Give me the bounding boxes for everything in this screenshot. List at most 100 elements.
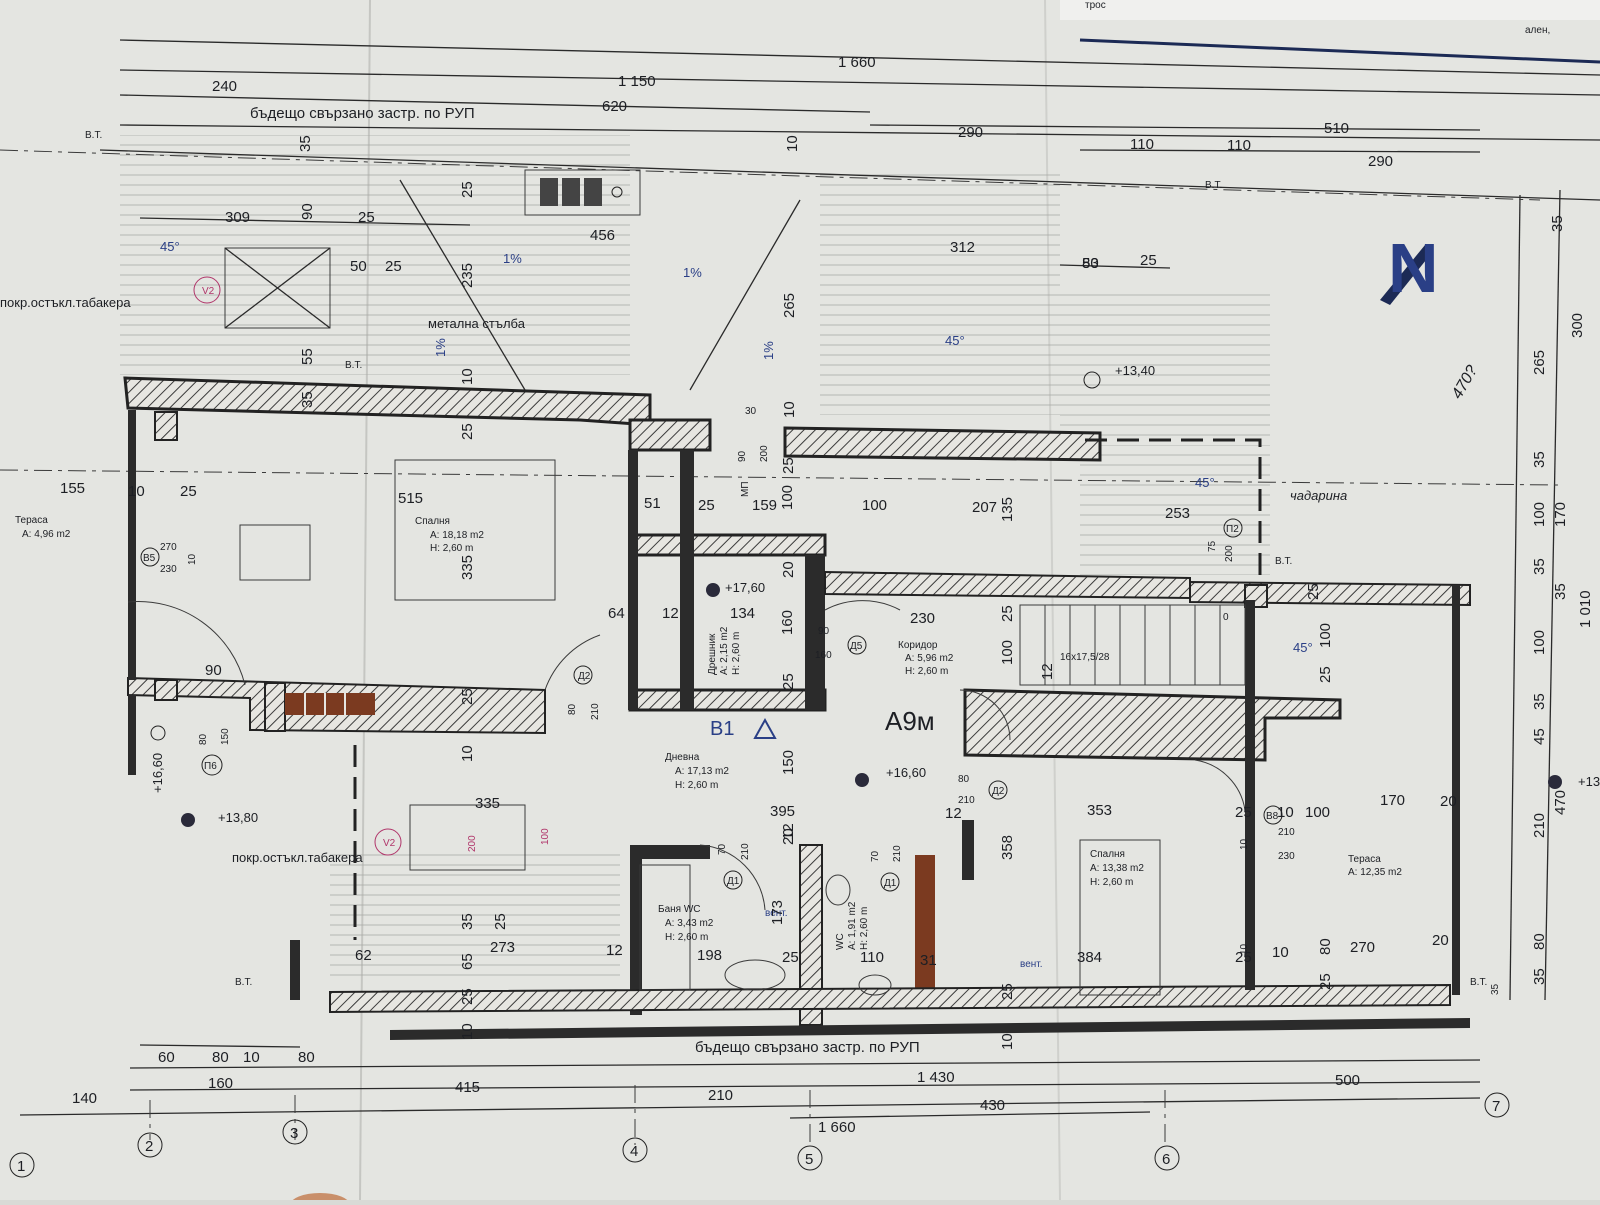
svg-text:65: 65 xyxy=(459,953,476,970)
svg-text:П2: П2 xyxy=(1226,524,1239,535)
svg-text:170: 170 xyxy=(1552,502,1569,527)
svg-text:Д5: Д5 xyxy=(850,641,863,652)
roof-area-right-lower xyxy=(1080,445,1270,575)
room-bedroom-2: Спалня A: 13,38 m2 H: 2,60 m xyxy=(1090,849,1144,888)
svg-text:270: 270 xyxy=(160,542,177,553)
svg-text:10: 10 xyxy=(1272,944,1289,961)
svg-text:Д2: Д2 xyxy=(992,786,1005,797)
svg-text:90: 90 xyxy=(205,662,222,679)
svg-text:70: 70 xyxy=(870,850,881,862)
grid-axis-6: 6 xyxy=(1162,1151,1170,1168)
svg-text:50: 50 xyxy=(350,258,367,275)
room-corridor: Коридор A: 5,96 m2 H: 2,60 m xyxy=(898,640,954,677)
svg-text:12: 12 xyxy=(606,942,623,959)
svg-text:353: 353 xyxy=(1087,802,1112,819)
svg-text:35: 35 xyxy=(297,135,314,152)
svg-text:1 430: 1 430 xyxy=(917,1069,955,1086)
angle-label-3: 45° xyxy=(1195,475,1215,490)
vent-label-2: вент. xyxy=(1020,959,1043,970)
svg-text:10: 10 xyxy=(459,1023,476,1040)
svg-text:160: 160 xyxy=(815,650,832,661)
svg-text:300: 300 xyxy=(1569,313,1586,338)
svg-text:210: 210 xyxy=(740,843,751,860)
svg-text:25: 25 xyxy=(180,483,197,500)
grid-axis-3: 3 xyxy=(290,1125,298,1142)
svg-text:V2: V2 xyxy=(202,286,215,297)
svg-text:265: 265 xyxy=(781,293,798,318)
svg-text:25: 25 xyxy=(1235,949,1252,966)
svg-text:20: 20 xyxy=(1432,932,1449,949)
svg-text:35: 35 xyxy=(1549,215,1566,232)
svg-text:A: 2,15 m2: A: 2,15 m2 xyxy=(719,626,730,675)
svg-text:25: 25 xyxy=(459,181,476,198)
svg-text:25: 25 xyxy=(1317,973,1334,990)
svg-text:V2: V2 xyxy=(383,838,396,849)
svg-text:25: 25 xyxy=(385,258,402,275)
top-dimension-lines xyxy=(99,39,1600,269)
skylight-boxes xyxy=(540,178,623,206)
svg-text:25: 25 xyxy=(492,913,509,930)
svg-text:10: 10 xyxy=(784,135,801,152)
svg-text:H: 2,60 m: H: 2,60 m xyxy=(731,632,742,675)
svg-text:62: 62 xyxy=(355,947,372,964)
stairs-label: 16x17,5/28 xyxy=(1060,652,1110,663)
svg-text:309: 309 xyxy=(225,209,250,226)
metal-ladder-label: метална стълба xyxy=(428,316,526,331)
svg-text:10: 10 xyxy=(999,1033,1016,1050)
room-terrace-left: Тераса A: 4,96 m2 xyxy=(15,515,71,540)
svg-text:A: 12,35 m2: A: 12,35 m2 xyxy=(1348,867,1402,878)
svg-text:A: 13,38 m2: A: 13,38 m2 xyxy=(1090,863,1144,874)
svg-text:12: 12 xyxy=(662,605,679,622)
roof-area-bottom xyxy=(330,850,620,980)
svg-text:150: 150 xyxy=(780,750,797,775)
svg-text:35: 35 xyxy=(1531,968,1548,985)
svg-text:Коридор: Коридор xyxy=(898,640,938,651)
svg-text:155: 155 xyxy=(60,480,85,497)
room-terrace-right: Тераса A: 12,35 m2 xyxy=(1348,854,1402,878)
svg-text:100: 100 xyxy=(1317,623,1334,648)
vt-label-2: В.Т. xyxy=(345,360,362,371)
svg-text:25: 25 xyxy=(459,423,476,440)
svg-text:210: 210 xyxy=(1531,813,1548,838)
grid-axis-2: 2 xyxy=(145,1138,153,1155)
svg-text:235: 235 xyxy=(459,263,476,288)
top-dimensions: 1 660 1 150 240 620 290 510 110 110 290 … xyxy=(212,54,1393,440)
svg-text:210: 210 xyxy=(590,703,601,720)
svg-text:200: 200 xyxy=(467,835,478,852)
svg-text:253: 253 xyxy=(1165,505,1190,522)
svg-text:25: 25 xyxy=(1140,252,1157,269)
svg-text:25: 25 xyxy=(780,457,797,474)
edge-text-1: +13 xyxy=(1578,774,1600,789)
level-label-2: +17,60 xyxy=(725,580,765,595)
svg-text:110: 110 xyxy=(860,949,884,966)
vt-label-5: В.Т. xyxy=(235,977,252,988)
svg-text:35: 35 xyxy=(1531,558,1548,575)
svg-text:312: 312 xyxy=(950,239,975,256)
svg-text:134: 134 xyxy=(730,605,755,622)
slope-label-3: 1% xyxy=(433,338,448,357)
svg-text:210: 210 xyxy=(892,845,903,862)
svg-text:10: 10 xyxy=(459,745,476,762)
svg-text:210: 210 xyxy=(958,795,975,806)
svg-text:80: 80 xyxy=(1531,933,1548,950)
svg-text:358: 358 xyxy=(999,835,1016,860)
svg-text:210: 210 xyxy=(1278,827,1295,838)
level-label-1: +13,40 xyxy=(1115,363,1155,378)
svg-text:12: 12 xyxy=(1039,663,1056,680)
svg-text:H: 2,60 m: H: 2,60 m xyxy=(859,907,870,950)
svg-text:В8: В8 xyxy=(1266,811,1279,822)
slope-label-2: 1% xyxy=(683,265,702,280)
svg-text:456: 456 xyxy=(590,227,615,244)
svg-text:290: 290 xyxy=(958,124,983,141)
grid-axis-4: 4 xyxy=(630,1143,638,1160)
svg-text:Д1: Д1 xyxy=(727,876,740,887)
right-dimensions: 35 300 265 35 100 170 35 35 1 010 100 35… xyxy=(1531,215,1594,985)
svg-text:335: 335 xyxy=(459,555,476,580)
svg-text:100: 100 xyxy=(1531,502,1548,527)
svg-text:25: 25 xyxy=(782,949,799,966)
svg-text:200: 200 xyxy=(1224,545,1235,562)
svg-text:20: 20 xyxy=(780,561,797,578)
svg-text:25: 25 xyxy=(459,988,476,1005)
svg-text:10: 10 xyxy=(1239,838,1250,850)
room-wc: WC A: 1,91 m2 H: 2,60 m xyxy=(835,901,870,950)
